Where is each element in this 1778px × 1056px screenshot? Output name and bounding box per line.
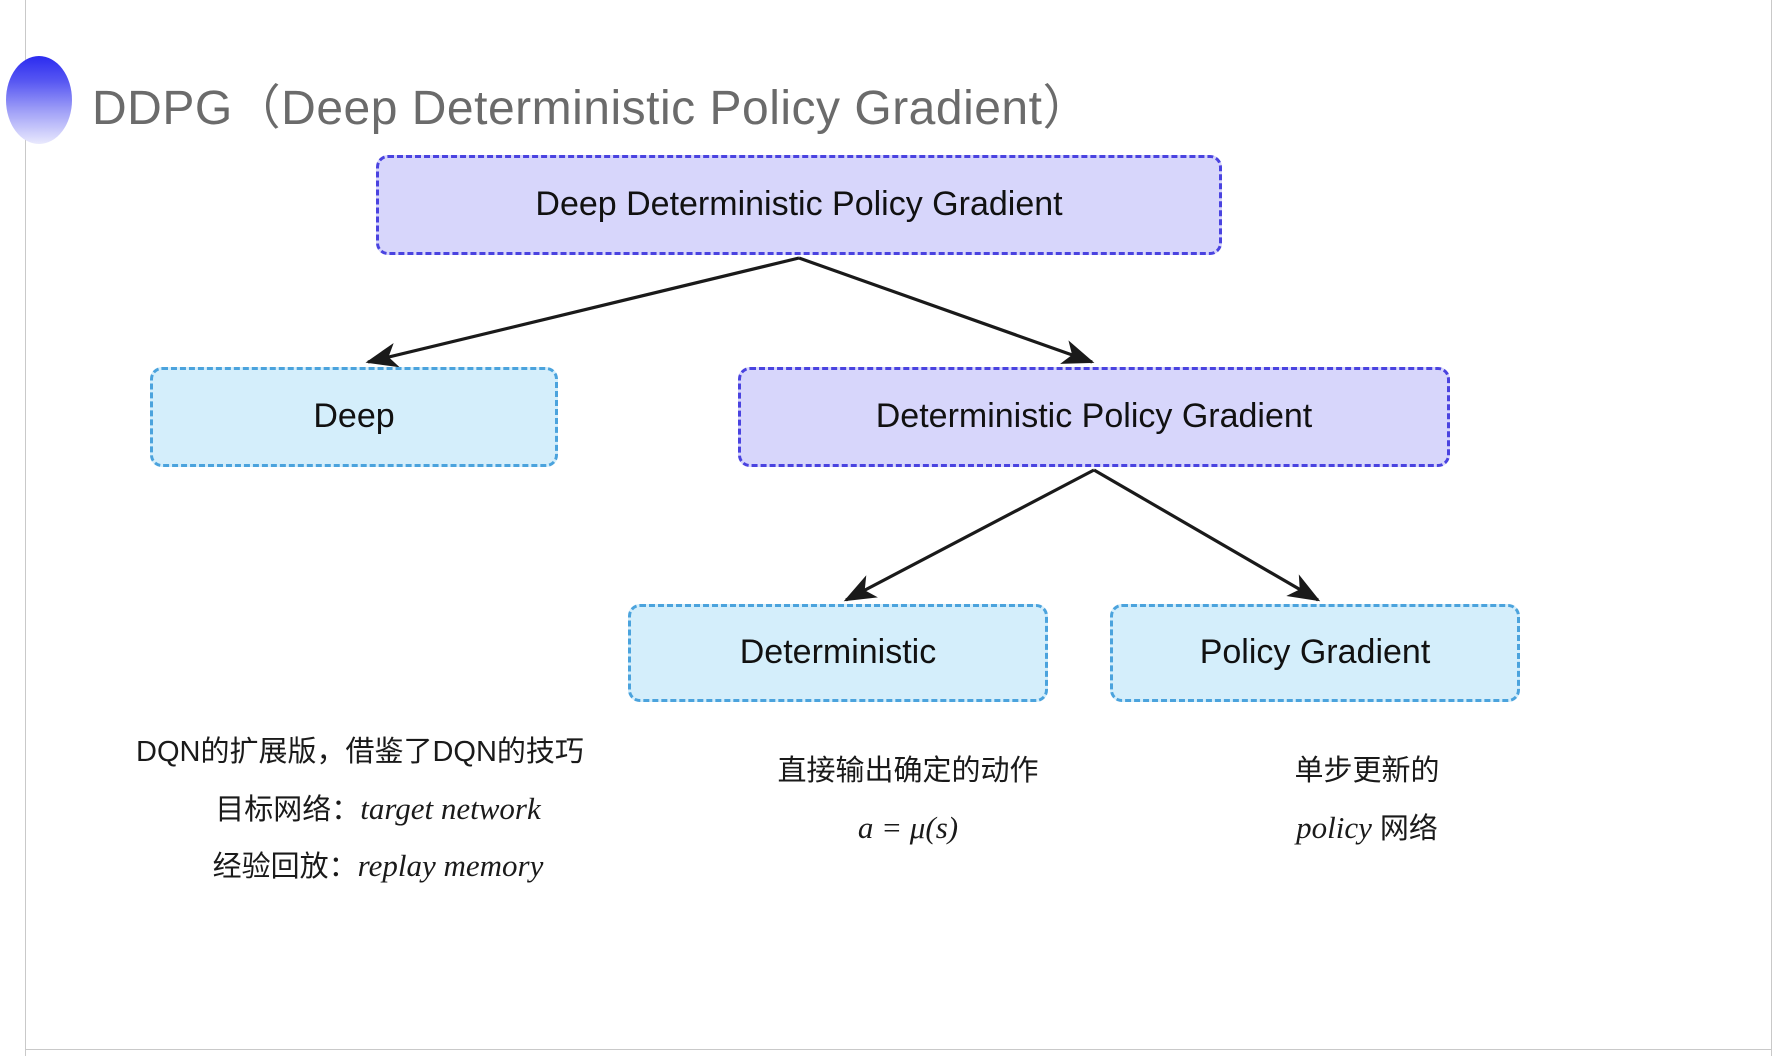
note-deterministic-formula: a = μ(s) — [857, 809, 959, 845]
note-deep-line-3-label: 经验回放： — [212, 851, 358, 884]
slide-frame-right-border — [1771, 0, 1772, 1056]
note-policy-gradient: 单步更新的 policy 网络 — [1152, 745, 1582, 856]
note-policy-gradient-suffix: 网络 — [1371, 812, 1438, 845]
note-policy-gradient-line-1: 单步更新的 — [1294, 755, 1440, 787]
note-deep-line-2-label: 目标网络： — [215, 793, 361, 826]
edge-dpg-to-det — [843, 468, 1095, 602]
diagram-node-deterministic[interactable]: Deterministic — [628, 604, 1048, 702]
slide-frame-left-border — [25, 0, 26, 1056]
edge-root-to-deep — [365, 256, 800, 368]
note-deep-line-1: DQN的扩展版，借鉴了DQN的技巧 — [136, 736, 584, 768]
edge-root-to-dpg — [798, 256, 1095, 364]
diagram-node-deep[interactable]: Deep — [150, 367, 558, 467]
gradient-half-circle-icon — [6, 56, 72, 144]
note-deep-line-2-term: target network — [360, 790, 541, 826]
note-deterministic-line-1: 直接输出确定的动作 — [777, 755, 1039, 787]
note-policy-gradient-line-2: policy 网络 — [1152, 799, 1582, 857]
slide-frame-bottom-border — [25, 1049, 1772, 1050]
page-title: DDPG（Deep Deterministic Policy Gradient） — [92, 82, 1091, 135]
note-deep-line-3: 经验回放：replay memory — [90, 837, 630, 895]
note-deterministic: 直接输出确定的动作 a = μ(s) — [688, 745, 1128, 856]
note-deep-line-2: 目标网络：target network — [90, 780, 630, 838]
diagram-node-policy-gradient[interactable]: Policy Gradient — [1110, 604, 1520, 702]
diagram-node-deterministic-policy-gradient[interactable]: Deterministic Policy Gradient — [738, 367, 1450, 467]
note-policy-gradient-term: policy — [1296, 809, 1372, 845]
diagram-node-root[interactable]: Deep Deterministic Policy Gradient — [376, 155, 1222, 255]
note-deep-line-3-term: replay memory — [357, 848, 544, 884]
note-deep: DQN的扩展版，借鉴了DQN的技巧 目标网络：target network 经验… — [90, 726, 630, 895]
edge-dpg-to-pg — [1093, 468, 1321, 602]
